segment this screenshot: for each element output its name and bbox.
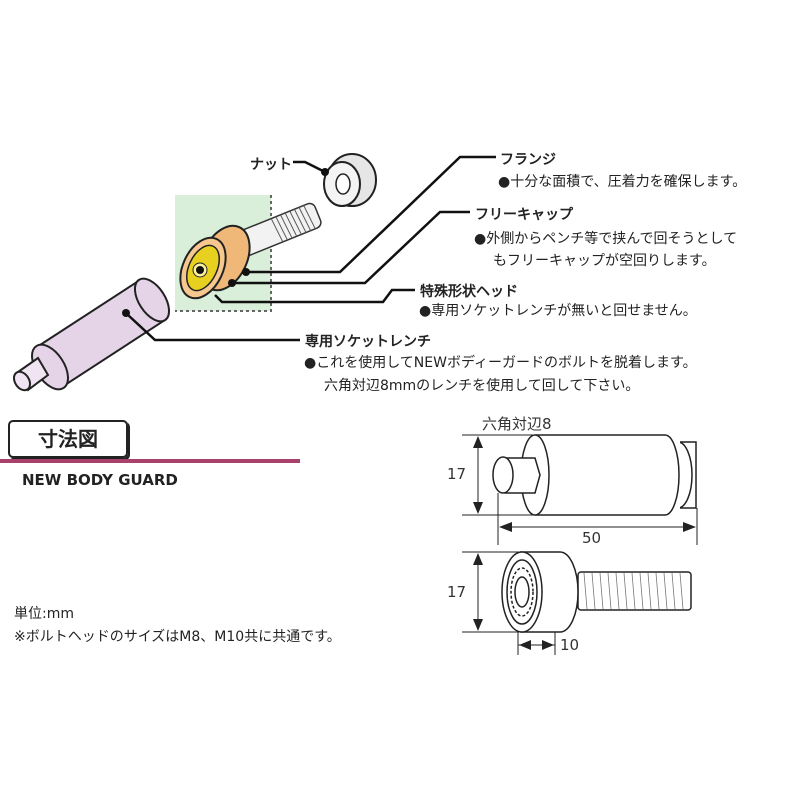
product-name: NEW BODY GUARD bbox=[22, 471, 178, 489]
free-cap-desc-1: ●外側からペンチ等で挟んで回そうとして bbox=[474, 231, 738, 247]
socket-wrench bbox=[12, 277, 171, 392]
wrench-diameter: 17 bbox=[447, 465, 467, 483]
hex-label: 六角対辺8 bbox=[482, 415, 552, 433]
free-cap-desc-2: もフリーキャップが空回りします。 bbox=[493, 253, 716, 269]
nut-label: ナット bbox=[250, 157, 292, 173]
flange-desc: ●十分な面積で、圧着力を確保します。 bbox=[498, 174, 747, 190]
section-title: 寸法図 bbox=[8, 420, 128, 458]
special-head-desc: ●専用ソケットレンチが無いと回せません。 bbox=[419, 303, 697, 319]
nut bbox=[323, 153, 377, 207]
wrench-dimension-drawing bbox=[462, 434, 698, 545]
socket-wrench-title: 専用ソケットレンチ bbox=[305, 334, 431, 350]
flange-title: フランジ bbox=[500, 152, 556, 168]
wrench-length: 50 bbox=[582, 529, 602, 547]
head-length: 10 bbox=[560, 636, 580, 654]
unit-label: 単位:mm bbox=[14, 606, 74, 622]
free-cap-title: フリーキャップ bbox=[475, 207, 573, 223]
size-note: ※ボルトヘッドのサイズはM8、M10共に共通です。 bbox=[14, 629, 341, 645]
section-divider bbox=[0, 459, 300, 463]
bolt-dimension-drawing bbox=[462, 551, 692, 655]
bolt-diameter: 17 bbox=[447, 583, 467, 601]
special-head-title: 特殊形状ヘッド bbox=[420, 284, 518, 300]
socket-wrench-desc-1: ●これを使用してNEWボディーガードのボルトを脱着します。 bbox=[304, 355, 697, 371]
socket-wrench-desc-2: 六角対辺8mmのレンチを使用して回して下さい。 bbox=[324, 378, 640, 394]
